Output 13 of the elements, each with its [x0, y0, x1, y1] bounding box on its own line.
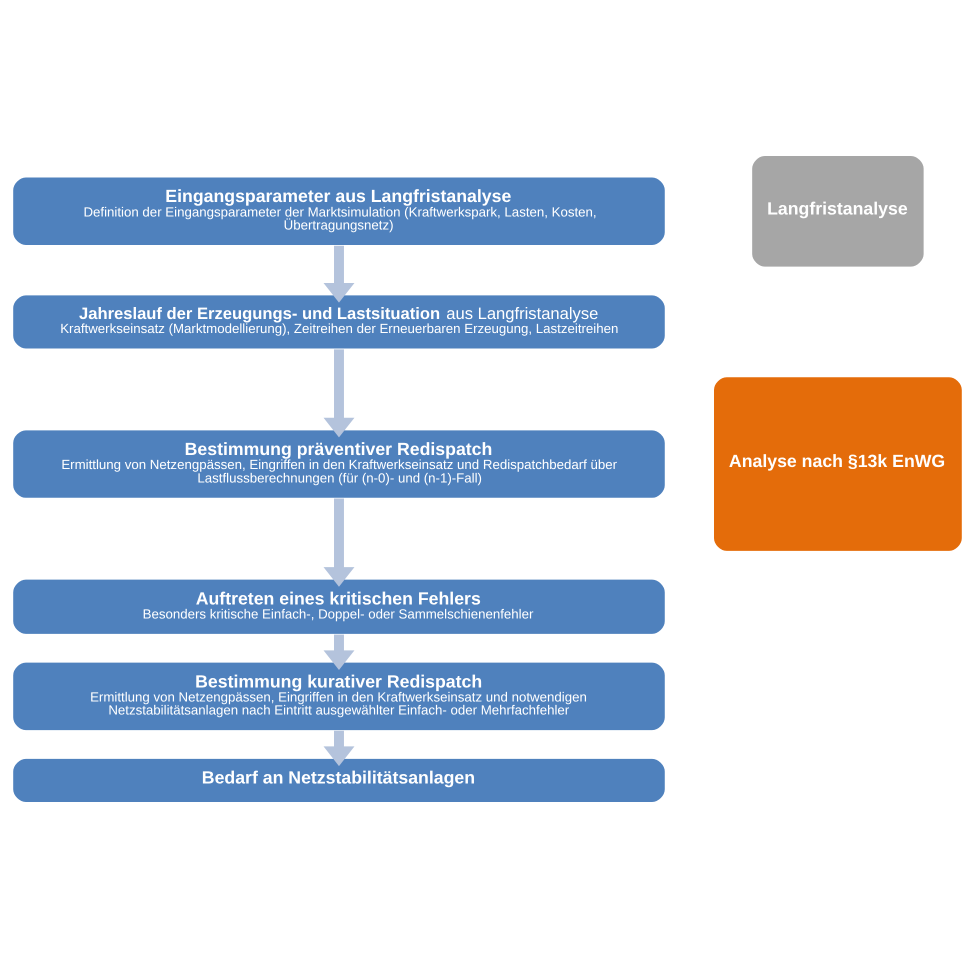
node-box: Bestimmung präventiver Redispatch Ermittlung von Netzengpässen, Eingriffen in den Kraftwerkseinsatz und Redispatchbedarf über Lastflussberechnungen (für (n-0)- und (n-1)-Fall) — [12, 428, 666, 498]
arrow — [324, 730, 354, 766]
arrow — [324, 634, 354, 670]
node-box: Jahreslauf der Erzeugungs- und Lastsituation aus Langfristanalyse Kraftwerkseinsatz (Marktmodellierung), Zeitreihen der Erneuerbaren Erzeugung, Lastzeitreihen — [12, 294, 666, 350]
arrow — [324, 348, 354, 437]
arrow — [324, 245, 354, 302]
node-box: Auftreten eines kritischen Fehlers Besonders kritische Einfach-, Doppel- oder Sammelschienenfehler — [12, 578, 666, 634]
node-box: Analyse nach §13k EnWG — [712, 376, 963, 552]
arrow — [324, 498, 354, 586]
node-box: Bedarf an Netzstabilitätsanlagen — [12, 757, 666, 803]
node-box: Langfristanalyse — [751, 154, 925, 268]
node-box: Bestimmung kurativer Redispatch Ermittlung von Netzengpässen, Eingriffen in den Kraftwerkseinsatz und notwendigen Netzstabilitätsanlagen nach Eintritt ausgewählter Einfach- oder Mehrfachfehler — [12, 661, 666, 731]
node-box: Eingangsparameter aus Langfristanalyse Definition der Eingangsparameter der Marktsimulation (Kraftwerkspark, Lasten, Kosten, Übertragungsnetz) — [12, 176, 666, 246]
